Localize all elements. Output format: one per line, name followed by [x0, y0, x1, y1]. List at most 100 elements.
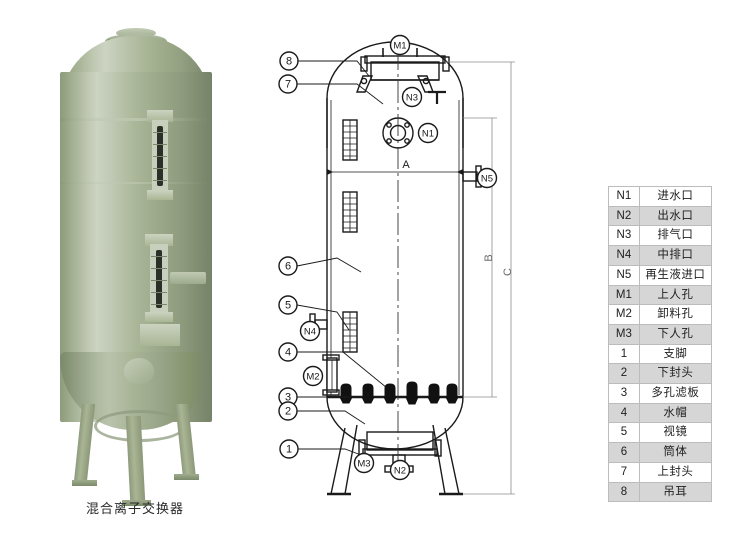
legend-name: 卸料孔: [638, 304, 713, 325]
photo-lower-gauge-pad-bottom: [145, 312, 173, 322]
callout-8: 8: [279, 51, 299, 71]
callout-n3-label: N3: [406, 93, 418, 104]
legend-code: 3: [608, 383, 640, 404]
photo-lower-gauge-pad-top: [145, 234, 173, 246]
support-leg-right: [432, 424, 460, 495]
legend-name: 下人孔: [638, 323, 713, 345]
gauge-tick: [153, 168, 167, 169]
callout-n2: N2: [389, 459, 411, 481]
legend-name: 吊耳: [638, 481, 713, 503]
n1-bolt: [386, 138, 392, 144]
callout-n1-circle: [417, 122, 439, 144]
gauge-tick: [151, 304, 167, 305]
legend-name: 视镜: [638, 422, 713, 444]
dimension-c-label: C: [502, 268, 514, 276]
legend-name: 筒体: [638, 442, 713, 463]
photo-leg-foot-right: [174, 474, 199, 480]
support-leg-left: [330, 424, 358, 495]
leader-1: [298, 448, 362, 456]
m1-bolts: [382, 48, 418, 57]
callout-m1-label: M1: [393, 41, 406, 52]
gauge-tick: [153, 156, 167, 157]
callout-2: 2: [278, 401, 298, 421]
n5-nozzle-neck: [462, 171, 478, 182]
photo-panel: 混合离子交换器: [0, 0, 270, 539]
legend-name: 下封头: [638, 363, 713, 385]
photo-leg-foot-front: [122, 500, 151, 506]
callout-4-circle: [278, 342, 298, 362]
dimension-b-label: B: [483, 254, 495, 261]
legend-code: N3: [608, 225, 640, 247]
legend-code: N1: [608, 186, 640, 207]
water-caps: [339, 381, 459, 405]
callout-4-label: 4: [285, 347, 291, 359]
callout-5-label: 5: [285, 300, 291, 312]
m1-flange-right-lug: [442, 56, 450, 72]
callout-m3-label: M3: [357, 459, 370, 470]
leader-6: [296, 257, 362, 273]
m1-manhole-flange: [364, 55, 446, 64]
legend-name: 排气口: [638, 225, 713, 247]
callout-m1: M1: [389, 34, 411, 56]
callout-7-circle: [278, 74, 298, 94]
callout-5-circle: [278, 295, 298, 315]
sight-glass-middle: [342, 191, 358, 233]
photo-lower-pad: [140, 324, 180, 346]
photo-upper-gauge-pad-bottom: [147, 190, 173, 200]
vessel-photograph: [42, 22, 232, 506]
legend-code: 5: [608, 422, 640, 444]
photo-upper-gauge-pad-top: [147, 110, 173, 122]
callout-n4: N4: [299, 320, 321, 342]
legend-code: M2: [608, 304, 640, 325]
callout-n5-circle: [476, 167, 498, 189]
legend-name: 再生液进口: [638, 264, 713, 286]
photo-leg-foot-left: [72, 480, 97, 486]
callout-n2-circle: [389, 459, 411, 481]
legend-code: N5: [608, 264, 640, 286]
callout-m2-label: M2: [306, 372, 319, 383]
legend-code: N2: [608, 205, 640, 227]
callout-n1: N1: [417, 122, 439, 144]
callout-7: 7: [278, 74, 298, 94]
photo-caption: 混合离子交换器: [85, 501, 184, 516]
leader-2: [297, 410, 366, 425]
callout-n3: N3: [401, 86, 423, 108]
leader-4: [297, 351, 388, 389]
m1-manhole-body: [370, 61, 440, 81]
n1-bolt: [386, 122, 392, 128]
callout-1: 1: [279, 439, 299, 459]
legend-code: N4: [608, 245, 640, 266]
legend-name: 水帽: [638, 402, 713, 424]
callout-2-label: 2: [285, 406, 291, 418]
leader-5: [296, 304, 350, 331]
legend-name: 上人孔: [638, 284, 713, 306]
callout-3-label: 3: [285, 392, 291, 404]
legend-code: 6: [608, 442, 640, 463]
photo-upper-sight-glass: [152, 120, 168, 192]
m2-discharge-port: [322, 354, 340, 396]
n1-bolt: [404, 138, 410, 144]
n3-vent-symbol: [428, 90, 446, 104]
callout-n5-label: N5: [481, 174, 493, 185]
legend-code: 1: [608, 343, 640, 365]
legend-code: 7: [608, 461, 640, 483]
legend-name: 多孔滤板: [638, 383, 713, 404]
callout-n3-circle: [401, 86, 423, 108]
gauge-tick: [151, 268, 167, 269]
m1-flange-left-lug: [360, 56, 368, 72]
legend-name: 中排口: [638, 245, 713, 266]
gauge-tick: [153, 132, 167, 133]
photo-top-cover: [116, 28, 156, 38]
photo-lower-gauge-tube: [156, 250, 162, 308]
